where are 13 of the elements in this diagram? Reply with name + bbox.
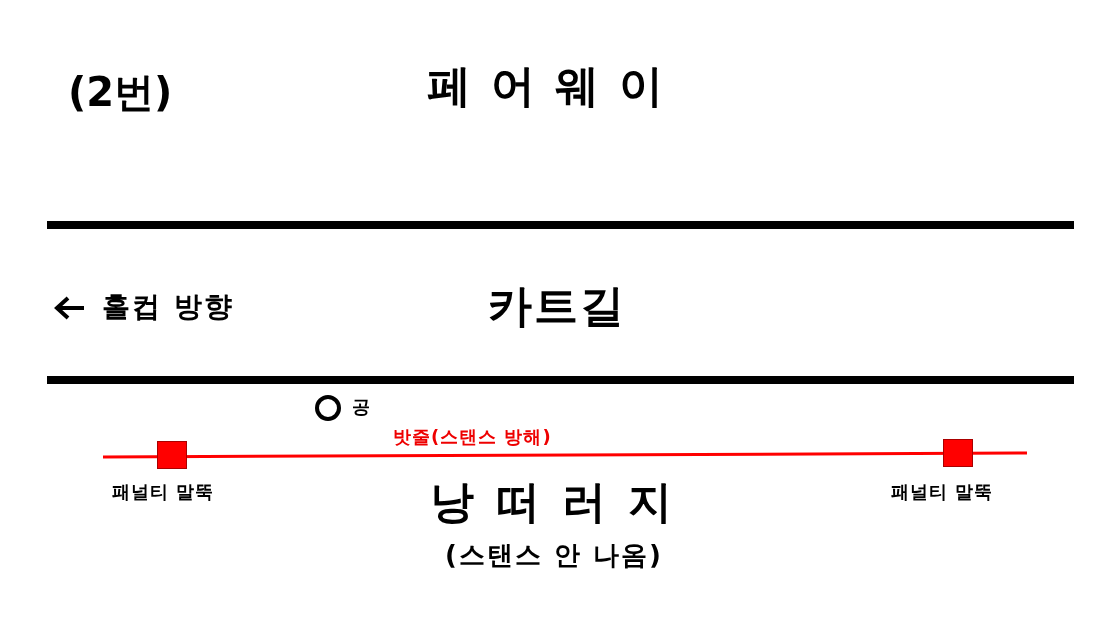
area-label: 페어웨이 xyxy=(427,62,683,111)
stake-square xyxy=(157,441,187,469)
rope-label: 밧줄(스탠스 방해) xyxy=(393,427,552,447)
area-label: (스탠스 안 나옴) xyxy=(445,541,663,570)
area-label: (2번) xyxy=(68,70,173,114)
area-label: 홀컵 방향 xyxy=(102,292,234,323)
stake-label: 패널티 말뚝 xyxy=(112,482,215,502)
area-label: 낭떠러지 xyxy=(430,478,694,527)
stake-square xyxy=(943,439,973,467)
area-label: 카트길 xyxy=(488,282,626,331)
stake-label: 패널티 말뚝 xyxy=(891,482,994,502)
ball-label: 공 xyxy=(352,397,371,417)
ball-circle xyxy=(315,395,341,421)
